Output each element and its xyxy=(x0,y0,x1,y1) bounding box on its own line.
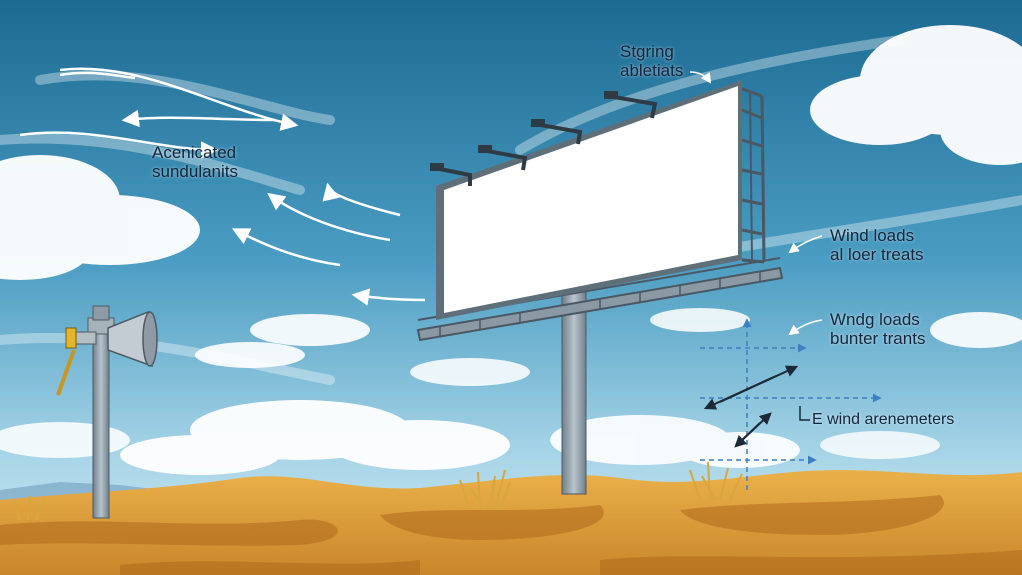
lamp-icon xyxy=(478,145,492,153)
measurement-overlay xyxy=(700,318,882,490)
dune-shadows xyxy=(0,495,1022,575)
grass-tufts xyxy=(13,461,743,521)
label-anemometer: E wind arenemeters xyxy=(812,411,955,428)
billboard xyxy=(436,80,742,320)
lamp-icon xyxy=(430,163,444,171)
label-wind-loads-lower-line2: bunter trants xyxy=(830,329,926,348)
label-wind-loads-upper-line2: al loer treats xyxy=(830,245,924,264)
label-left: Acenicated sundulanits xyxy=(152,143,238,181)
megaphone-icon xyxy=(56,310,158,396)
siren-pole xyxy=(56,305,158,519)
label-top-line1: Stgring xyxy=(620,42,674,61)
lamp-icon xyxy=(531,119,545,127)
wind-arrow-icon xyxy=(19,67,426,306)
lamp-icon xyxy=(604,91,618,99)
label-wind-loads-upper-line1: Wind loads xyxy=(830,226,915,245)
label-wind-loads-lower: Wndg loads bunter trants xyxy=(830,310,925,348)
label-left-line2: sundulanits xyxy=(152,162,239,181)
double-arrow-icon xyxy=(703,365,799,448)
label-leaders xyxy=(689,71,823,336)
label-top: Stgring abletiats xyxy=(620,42,683,80)
billboard-side-truss xyxy=(739,86,766,264)
billboard-face xyxy=(444,86,738,313)
label-left-line1: Acenicated xyxy=(152,143,237,162)
label-top-line2: abletiats xyxy=(620,61,684,80)
billboard-pole xyxy=(561,291,587,495)
label-wind-loads-upper: Wind loads al loer treats xyxy=(830,226,924,264)
clouds xyxy=(0,25,1022,475)
billboard-lights xyxy=(434,94,658,186)
label-wind-loads-lower-line1: Wndg loads xyxy=(830,310,920,329)
